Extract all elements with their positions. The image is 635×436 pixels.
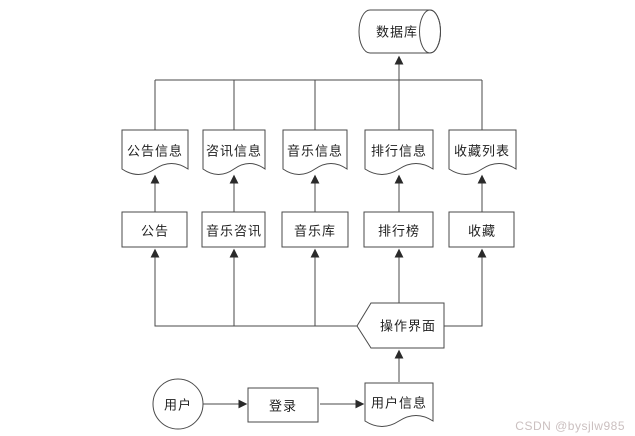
user-info-label: 用户信息: [370, 395, 428, 411]
user-circle-shape: [152, 378, 204, 430]
connectors: [150, 55, 487, 409]
connector-opui-to-favorite-arrow: [444, 248, 487, 327]
module-rank-label: 排行榜: [377, 223, 421, 239]
module-notice-label: 公告: [140, 223, 170, 239]
operation-ui-shape: [356, 302, 445, 349]
csdn-watermark: CSDN @bysjlw985: [515, 419, 625, 433]
doc-user-info-shape: [364, 382, 434, 427]
login-shape: [247, 387, 319, 423]
nodes: [121, 9, 517, 430]
module-rank-shape: [363, 211, 434, 248]
module-music-news-shape: [201, 211, 266, 248]
login-label: 登录: [268, 398, 298, 414]
doc-rank-info-shape: [364, 129, 434, 175]
doc-notice-info-label: 公告信息: [126, 143, 184, 159]
user-label: 用户: [163, 397, 193, 413]
module-music-lib-label: 音乐库: [293, 223, 337, 239]
doc-news-info-label: 咨讯信息: [205, 143, 263, 159]
doc-news-info-shape: [202, 129, 266, 175]
doc-favorite-list-label: 收藏列表: [453, 143, 511, 159]
module-favorite-label: 收藏: [467, 223, 497, 239]
connector-opui-to-notice-arrow: [150, 248, 357, 327]
doc-notice-info-shape: [121, 129, 189, 175]
module-notice-shape: [121, 211, 188, 248]
module-music-news-label: 音乐咨讯: [205, 223, 263, 239]
operation-ui-label: 操作界面: [379, 318, 437, 334]
database-cylinder-endcap: [419, 9, 441, 54]
module-favorite-shape: [448, 211, 515, 248]
module-music-lib-shape: [281, 211, 349, 248]
doc-music-info-shape: [282, 129, 348, 175]
database-label: 数据库: [375, 24, 419, 40]
doc-favorite-list-shape: [448, 129, 517, 175]
doc-rank-info-label: 排行信息: [370, 143, 428, 159]
doc-music-info-label: 音乐信息: [286, 143, 344, 159]
